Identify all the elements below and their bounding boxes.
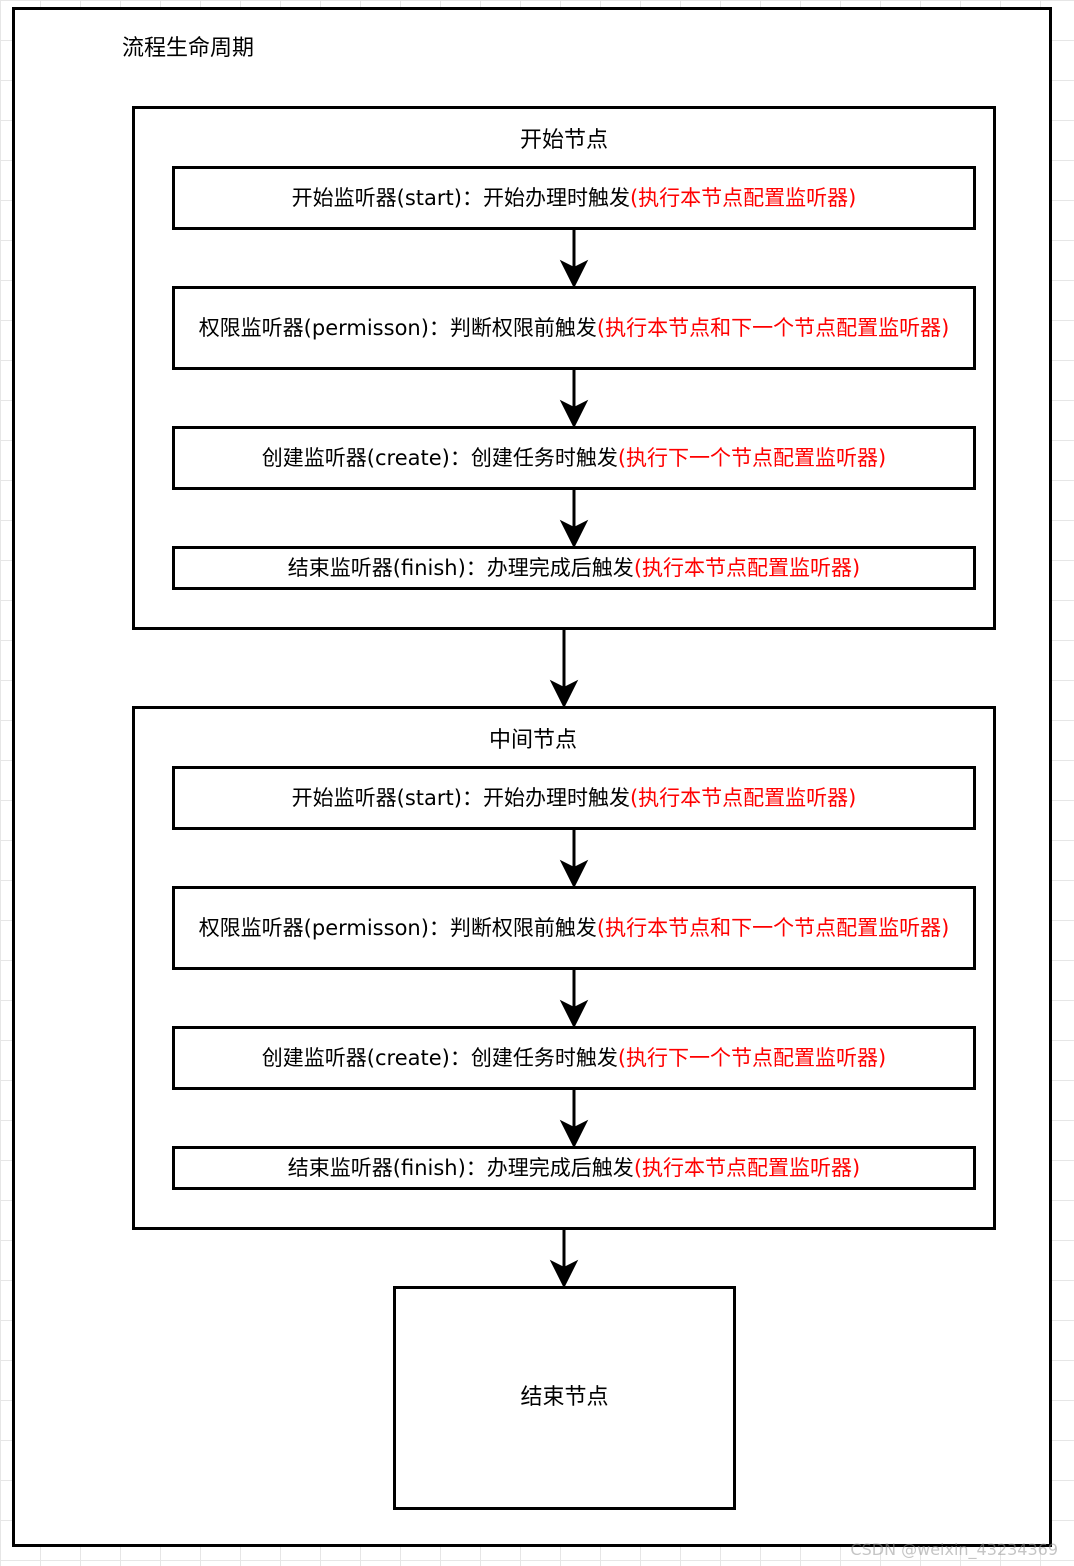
listener-text: 权限监听器(permisson)：判断权限前触发	[198, 316, 597, 340]
listener-text: 结束监听器(finish)：办理完成后触发	[287, 1156, 634, 1180]
start-node-create-listener: 创建监听器(create)：创建任务时触发(执行下一个节点配置监听器)	[172, 426, 976, 490]
listener-text: 权限监听器(permisson)：判断权限前触发	[198, 916, 597, 940]
end-node-title: 结束节点	[520, 1385, 609, 1410]
listener-text: 开始监听器(start)：开始办理时触发	[291, 186, 630, 210]
middle-node-title: 中间节点	[488, 728, 577, 753]
diagram-title: 流程生命周期	[122, 36, 255, 61]
listener-text: 结束监听器(finish)：办理完成后触发	[287, 556, 634, 580]
listener-note: (执行本节点配置监听器)	[629, 786, 857, 810]
listener-text: 创建监听器(create)：创建任务时触发	[261, 1046, 618, 1070]
watermark: CSDN @weixin_43234369	[850, 1540, 1058, 1559]
listener-note: (执行本节点配置监听器)	[633, 556, 861, 580]
middle-node-permission-listener: 权限监听器(permisson)：判断权限前触发(执行本节点和下一个节点配置监听…	[172, 886, 976, 970]
listener-note: (执行本节点配置监听器)	[633, 1156, 861, 1180]
start-node-permission-listener: 权限监听器(permisson)：判断权限前触发(执行本节点和下一个节点配置监听…	[172, 286, 976, 370]
listener-note: (执行下一个节点配置监听器)	[617, 446, 887, 470]
listener-note: (执行本节点和下一个节点配置监听器)	[596, 916, 950, 940]
middle-node-start-listener: 开始监听器(start)：开始办理时触发(执行本节点配置监听器)	[172, 766, 976, 830]
listener-note: (执行本节点配置监听器)	[629, 186, 857, 210]
start-node-title: 开始节点	[519, 128, 608, 153]
middle-node-create-listener: 创建监听器(create)：创建任务时触发(执行下一个节点配置监听器)	[172, 1026, 976, 1090]
listener-text: 开始监听器(start)：开始办理时触发	[291, 786, 630, 810]
listener-text: 创建监听器(create)：创建任务时触发	[261, 446, 618, 470]
listener-note: (执行本节点和下一个节点配置监听器)	[596, 316, 950, 340]
end-node: 结束节点	[393, 1286, 736, 1510]
start-node-finish-listener: 结束监听器(finish)：办理完成后触发(执行本节点配置监听器)	[172, 546, 976, 590]
middle-node-finish-listener: 结束监听器(finish)：办理完成后触发(执行本节点配置监听器)	[172, 1146, 976, 1190]
listener-note: (执行下一个节点配置监听器)	[617, 1046, 887, 1070]
start-node-start-listener: 开始监听器(start)：开始办理时触发(执行本节点配置监听器)	[172, 166, 976, 230]
